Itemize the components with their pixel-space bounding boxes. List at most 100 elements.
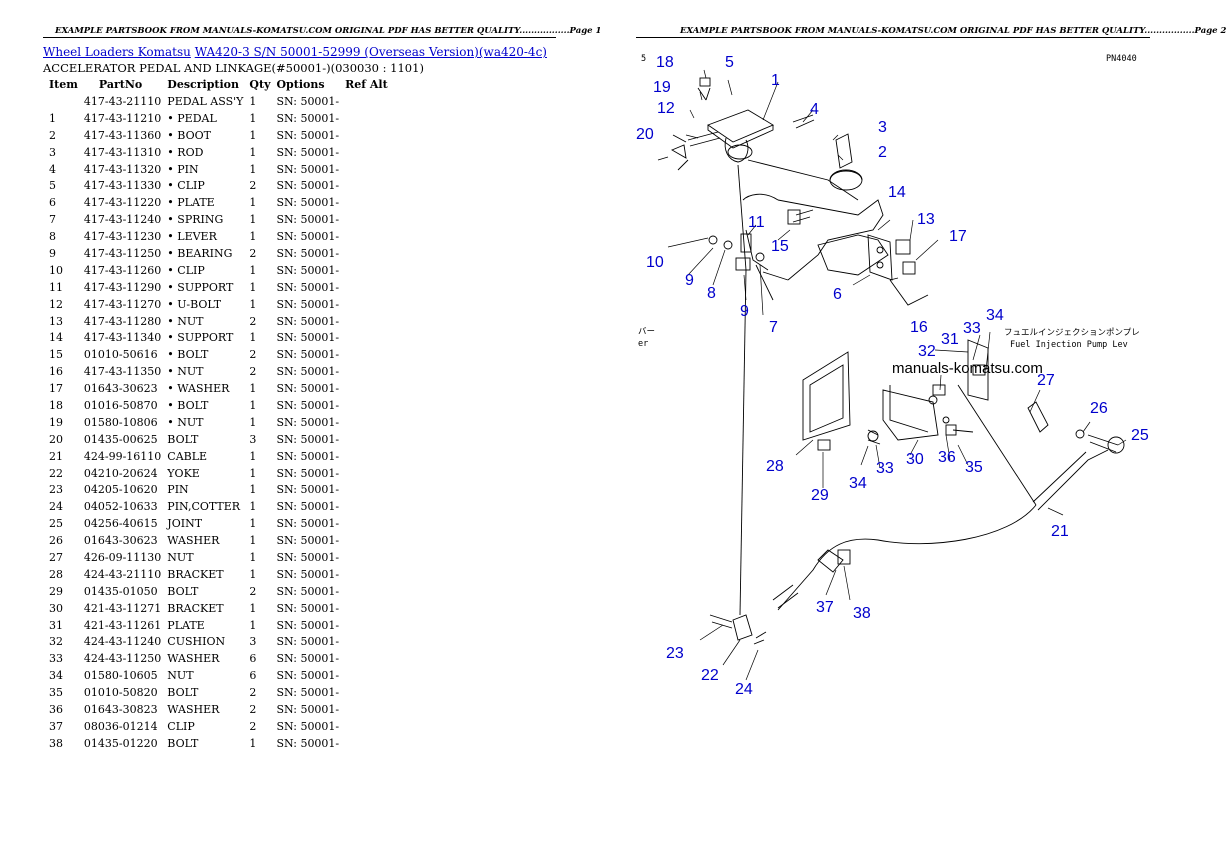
cell-qty: 2 (249, 179, 257, 193)
cell-options: SN: 50001- (276, 196, 340, 210)
cell-partno: 421-43-11271 (83, 601, 162, 615)
cell-description: WASHER (167, 703, 220, 716)
section-title: ACCELERATOR PEDAL AND LINKAGE(#50001-)(0… (43, 61, 424, 75)
cell-item: 30 (49, 601, 63, 615)
cell-description: • U-BOLT (167, 297, 222, 311)
callout-group: 1 2 3 4 5 6 7 8 9 9 10 11 12 13 14 15 16… (636, 54, 1149, 698)
diagram-left-fragment-bottom: er (638, 339, 648, 349)
breadcrumb-link-brand[interactable]: Wheel Loaders Komatsu (43, 45, 191, 59)
cell-item: 7 (49, 213, 56, 227)
callout-19: 19 (653, 79, 671, 96)
cell-description: PLATE (167, 618, 205, 632)
cell-item: 38 (49, 736, 63, 750)
cell-item: 15 (49, 348, 63, 362)
cell-partno: 04205-10620 (83, 483, 158, 497)
cell-qty: 1 (249, 280, 257, 294)
cell-ref-alt (342, 110, 391, 127)
cell-ref-alt (342, 144, 391, 161)
callout-31: 31 (941, 331, 959, 348)
cell-description: • BOOT (167, 128, 211, 142)
cell-partno: 01010-50616 (83, 348, 158, 362)
leader-lines (667, 69, 1127, 681)
cell-qty: 1 (249, 466, 257, 480)
col-header-item: Item (49, 78, 78, 91)
parts-diagram: 5 PN4040 (636, 54, 1149, 698)
callout-29: 29 (811, 487, 829, 504)
callout-8: 8 (707, 285, 716, 302)
cell-ref-alt (342, 177, 391, 194)
cell-options: SN: 50001- (276, 466, 340, 480)
cell-ref-alt (342, 617, 391, 634)
cell-qty: 1 (249, 398, 257, 412)
lower-bracket-drawing (802, 339, 1125, 454)
cell-partno: 417-43-11340 (83, 331, 162, 345)
cell-description: BOLT (167, 686, 199, 700)
cell-item: 10 (49, 263, 63, 277)
cell-item: 28 (49, 567, 63, 581)
cell-description: BOLT (167, 584, 199, 598)
cell-description: • PIN (167, 162, 199, 176)
callout-21: 21 (1051, 523, 1069, 540)
cell-ref-alt (342, 465, 391, 482)
cell-qty: 1 (249, 567, 257, 581)
col-header-ref-alt: Ref Alt (345, 78, 388, 91)
cell-description: • BEARING (167, 246, 233, 260)
cell-options: SN: 50001- (276, 382, 340, 396)
cell-qty: 1 (249, 230, 257, 244)
cell-ref-alt (342, 634, 391, 651)
cell-item: 27 (49, 550, 63, 564)
col-header-partno: PartNo (98, 78, 143, 91)
cell-options: SN: 50001- (276, 584, 340, 598)
cell-ref-alt (342, 93, 391, 110)
cell-item: 8 (49, 230, 56, 244)
cell-qty: 1 (249, 128, 257, 142)
cell-ref-alt (342, 735, 391, 752)
cell-ref-alt (342, 380, 391, 397)
cell-partno: 421-43-11261 (83, 618, 162, 632)
col-header-description: Description (167, 78, 239, 91)
cell-options: SN: 50001- (276, 669, 340, 683)
callout-22: 22 (701, 667, 719, 684)
cell-partno: 426-09-11130 (83, 550, 162, 564)
cable-drawing (709, 269, 1109, 645)
cell-options: SN: 50001- (276, 415, 340, 429)
cell-qty: 2 (249, 719, 257, 733)
cell-ref-alt (342, 684, 391, 701)
cell-ref-alt (342, 313, 391, 330)
cell-description: • NUT (167, 415, 204, 429)
cell-description: • SPRING (167, 213, 224, 227)
cell-partno: 04052-10633 (83, 500, 158, 514)
breadcrumb-link-model[interactable]: WA420-3 S/N 50001-52999 (Overseas Versio… (194, 45, 547, 59)
cell-ref-alt (342, 363, 391, 380)
cell-options: SN: 50001- (276, 179, 340, 193)
cell-item: 11 (49, 280, 63, 294)
callout-17: 17 (949, 228, 967, 245)
cell-partno: 04256-40615 (83, 517, 158, 531)
table-header-row: Item PartNo Description Qty Options Ref … (43, 76, 391, 93)
cell-partno: 417-43-11290 (83, 280, 162, 294)
cell-ref-alt (342, 329, 391, 346)
cell-description: • LEVER (167, 230, 217, 244)
cell-qty: 1 (249, 415, 257, 429)
cell-ref-alt (342, 127, 391, 144)
cell-item: 20 (49, 432, 63, 446)
cell-options: SN: 50001- (276, 550, 340, 564)
cell-qty: 1 (249, 145, 257, 159)
cell-ref-alt (342, 346, 391, 363)
cell-partno: 417-43-11330 (83, 179, 162, 193)
page2-header: EXAMPLE PARTSBOOK FROM MANUALS-KOMATSU.C… (680, 26, 1226, 36)
cell-options: SN: 50001- (276, 534, 340, 548)
cell-item: 29 (49, 584, 63, 598)
